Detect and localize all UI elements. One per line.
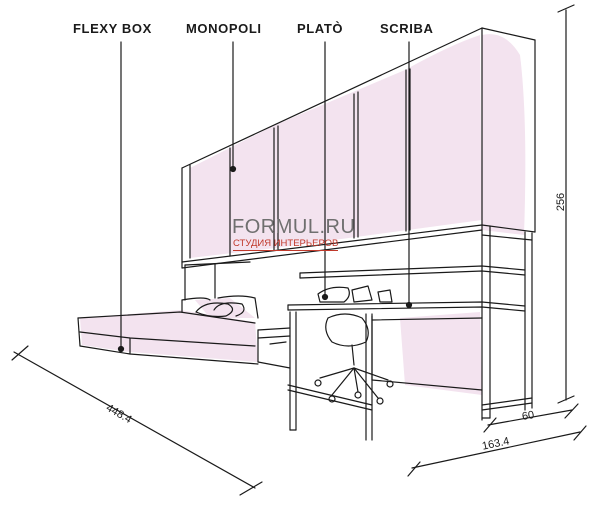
office-chair (314, 313, 394, 405)
watermark-title: FORMUL.RU (232, 216, 356, 238)
dimension-depth-small: 60 (521, 409, 536, 423)
callout-flexy-box: FLEXY BOX (73, 21, 152, 36)
dimension-height: 256 (555, 192, 568, 212)
pink-wash (80, 34, 526, 395)
wall-unit (181, 27, 536, 269)
callout-plato: PLATÒ (297, 21, 344, 36)
callout-monopoli: MONOPOLI (186, 21, 262, 36)
low-unit (257, 327, 291, 369)
desk-items (317, 285, 393, 303)
bed (77, 295, 259, 365)
dimension-lines (11, 4, 587, 496)
callout-scriba: SCRIBA (380, 21, 434, 36)
callout-lines (117, 41, 413, 353)
watermark-subtitle: СТУДИЯ ИНТЕРЬЕРОВ (233, 238, 339, 251)
desk-frame (184, 224, 533, 441)
